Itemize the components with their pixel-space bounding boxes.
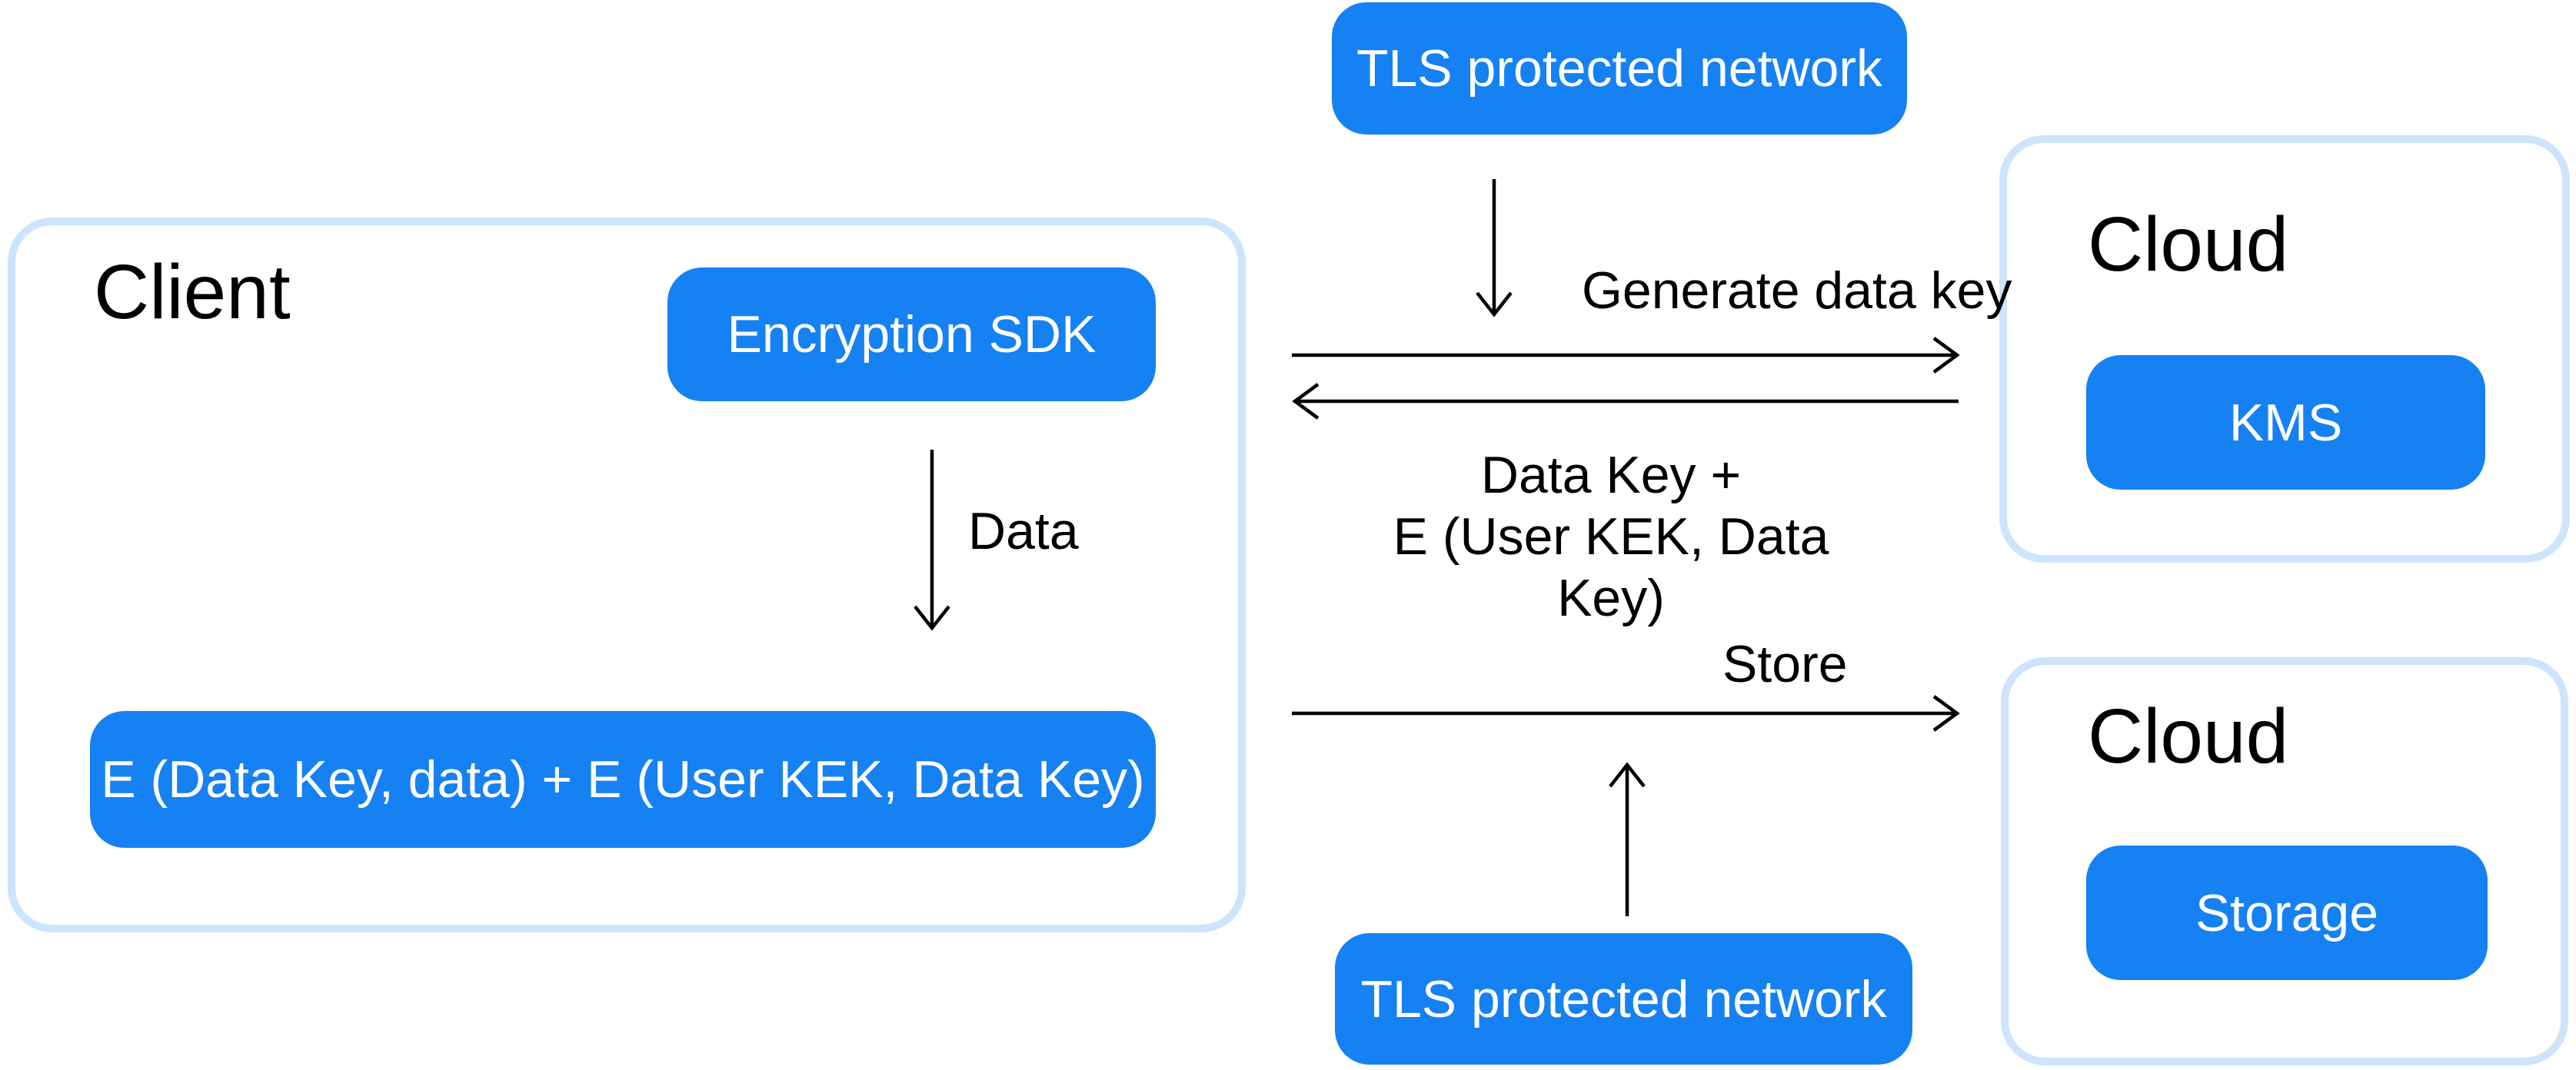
arrow-store: [1292, 695, 1960, 732]
data-key-return-label-line1: Data Key +: [1480, 446, 1742, 504]
data-label: Data: [968, 502, 1079, 560]
store-label: Store: [1722, 635, 1848, 693]
arrow-return-data-key: [1292, 383, 1959, 420]
storage-box: Storage: [2086, 846, 2488, 980]
encrypted-payload-box: E (Data Key, data) + E (User KEK, Data K…: [90, 711, 1156, 848]
tls-protected-network-bottom-box: TLS protected network: [1335, 933, 1912, 1065]
cloud-kms-panel: [1999, 135, 2570, 563]
client-panel-title: Client: [94, 249, 291, 335]
encryption-sdk-box: Encryption SDK: [667, 268, 1156, 401]
data-key-return-label-line2: E (User KEK, Data Key): [1393, 507, 1829, 627]
kms-box: KMS: [2086, 355, 2485, 490]
tls-protected-network-top-box: TLS protected network: [1332, 2, 1907, 135]
data-key-return-label: Data Key + E (User KEK, Data Key): [1338, 444, 1884, 629]
arrow-tls-up: [1609, 762, 1646, 916]
generate-data-key-label: Generate data key: [1582, 261, 2012, 320]
arrow-generate-data-key: [1292, 337, 1960, 374]
arrow-tls-down: [1476, 179, 1513, 317]
cloud-kms-panel-title: Cloud: [2088, 201, 2289, 287]
cloud-storage-panel-title: Cloud: [2088, 693, 2289, 779]
